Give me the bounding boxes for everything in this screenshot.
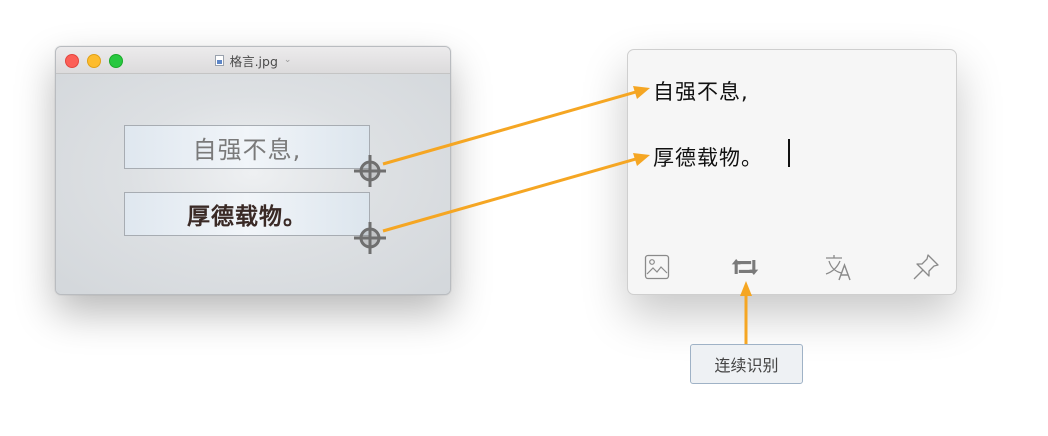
- chevron-down-icon: ⌄: [283, 55, 292, 65]
- image-text-line: 厚德载物。: [187, 204, 307, 230]
- repeat-icon: [731, 259, 759, 275]
- window-title-text: 格言.jpg: [229, 53, 278, 69]
- traffic-lights: [65, 54, 123, 68]
- crosshair-icon: [354, 222, 386, 254]
- image-file-icon: [214, 54, 224, 66]
- image-text-line: 自强不息,: [192, 135, 302, 164]
- panel-toolbar: [628, 252, 956, 282]
- text-caret: [788, 139, 790, 167]
- translate-icon: [825, 255, 851, 281]
- image-canvas: 自强不息, 厚德载物。: [56, 74, 450, 294]
- ocr-text-line[interactable]: 厚德载物。: [653, 146, 763, 170]
- close-button[interactable]: [65, 54, 79, 68]
- callout-label: 连续识别: [690, 344, 803, 384]
- pin-icon: [913, 254, 939, 280]
- image-text-region: 自强不息,: [124, 125, 370, 169]
- zoom-button[interactable]: [109, 54, 123, 68]
- preview-window: 格言.jpg ⌄ 自强不息, 厚德载物。: [55, 46, 451, 295]
- crosshair-icon: [354, 155, 386, 187]
- continuous-recognition-button[interactable]: [730, 252, 760, 282]
- pin-button[interactable]: [911, 252, 941, 282]
- minimize-button[interactable]: [87, 54, 101, 68]
- ocr-text-line[interactable]: 自强不息,: [653, 80, 749, 104]
- title-bar[interactable]: 格言.jpg ⌄: [56, 47, 450, 74]
- translate-button[interactable]: [824, 252, 854, 282]
- callout-text: 连续识别: [714, 356, 779, 375]
- image-text-region: 厚德载物。: [124, 192, 370, 236]
- image-button[interactable]: [642, 252, 672, 282]
- ocr-result-panel: 自强不息, 厚德载物。: [627, 49, 957, 295]
- window-title[interactable]: 格言.jpg ⌄: [56, 47, 450, 73]
- image-icon: [644, 254, 670, 280]
